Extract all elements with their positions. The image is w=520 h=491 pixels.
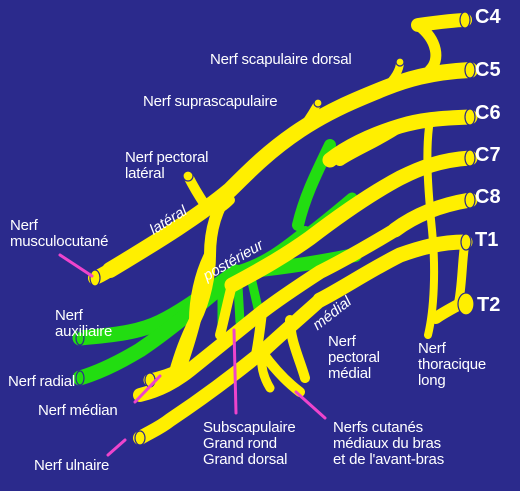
root-c4: C4 (475, 6, 501, 28)
label-musculocutane: Nerf musculocutané (10, 217, 109, 250)
root-t1: T1 (475, 229, 499, 251)
root-c5: C5 (475, 59, 501, 81)
label-pectoral-lateral: Nerf pectoral latéral (125, 149, 209, 182)
label-cutanes: Nerfs cutanés médiaux du bras et de l'av… (333, 419, 444, 468)
nerve-end-caps (89, 11, 476, 446)
green-end-caps (75, 330, 85, 386)
label-pectoral-medial: Nerf pectoral médial (328, 333, 380, 382)
label-suprascapulaire: Nerf suprascapulaire (143, 93, 278, 110)
root-c7: C7 (475, 144, 501, 166)
root-t2: T2 (477, 294, 501, 316)
label-median: Nerf médian (38, 402, 118, 419)
label-thoracique-long: Nerf thoracique long (418, 340, 487, 389)
pointer-lines (58, 253, 327, 457)
root-c8: C8 (475, 186, 501, 208)
label-radial: Nerf radial (8, 373, 75, 390)
label-scapulaire-dorsal: Nerf scapulaire dorsal (210, 51, 352, 68)
label-auxiliaire: Nerf auxiliaire (55, 307, 113, 340)
label-subscapulaire: Subscapulaire Grand rond Grand dorsal (203, 419, 296, 468)
root-c6: C6 (475, 102, 501, 124)
label-ulnaire: Nerf ulnaire (34, 457, 110, 474)
